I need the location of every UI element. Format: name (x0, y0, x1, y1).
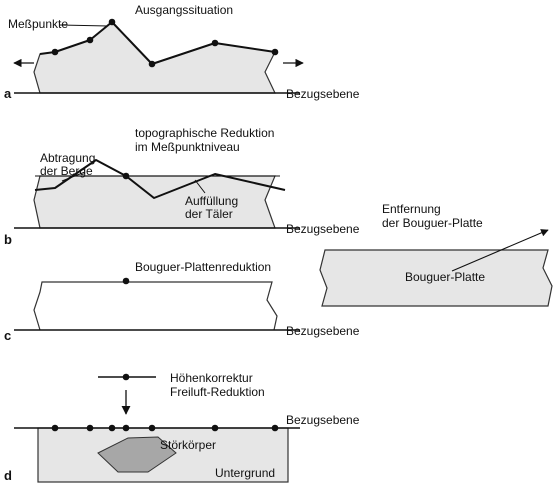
bouguer-plate-label: Bouguer-Platte (405, 270, 485, 284)
removal-leader-line (61, 171, 86, 182)
measurement-points-label: Meßpunkte (8, 17, 68, 31)
measurement-point (51, 424, 59, 432)
measurement-point (122, 277, 130, 285)
panel-c-title: Bouguer-Plattenreduktion (135, 260, 271, 274)
panel-letter-a: a (4, 86, 12, 101)
removal-label-line2: der Berge (40, 164, 93, 178)
subsurface-label: Untergrund (215, 466, 275, 480)
panel-b-title-line1: topographische Reduktion (135, 126, 274, 140)
plate-removal-label-line1: Entfernung (382, 202, 441, 216)
terrain-block-a (33, 21, 276, 94)
measurement-point (271, 48, 279, 56)
datum-label-a: Bezugsebene (286, 87, 360, 101)
measurement-points-a (51, 18, 279, 68)
measurement-point (211, 424, 219, 432)
datum-label-b: Bezugsebene (286, 222, 360, 236)
fill-label-line1: Auffüllung (185, 194, 238, 208)
anomalous-body-label: Störkörper (160, 438, 216, 452)
measurement-point (122, 172, 130, 180)
panel-c: Bouguer-Plattenreduktion Bezugsebene c E… (4, 202, 553, 343)
panel-letter-b: b (4, 232, 12, 247)
fill-leader-line (194, 179, 206, 194)
panel-letter-d: d (4, 468, 12, 483)
measurement-point (148, 424, 156, 432)
panel-b: topographische Reduktion im Meßpunktnive… (4, 126, 360, 247)
datum-label-c: Bezugsebene (286, 324, 360, 338)
measurement-point (86, 36, 94, 44)
measurement-points-d (51, 424, 279, 432)
measurement-point (148, 60, 156, 68)
plate-removal-arrow (451, 229, 549, 272)
panel-a: Ausgangssituation Meßpunkte Bezugsebene … (4, 3, 360, 101)
panel-a-title: Ausgangssituation (135, 3, 233, 17)
measurement-point (211, 39, 219, 47)
plate-removal-label-line2: der Bouguer-Platte (382, 216, 483, 230)
terrain-block-b (33, 175, 276, 229)
panel-d: Höhenkorrektur Freiluft-Reduktion Bezugs… (4, 371, 360, 483)
anomalous-body (97, 436, 177, 473)
measurement-point (86, 424, 94, 432)
measurement-point (122, 424, 130, 432)
datum-label-d: Bezugsebene (286, 413, 360, 427)
measurement-point (108, 18, 116, 26)
measurement-point (51, 48, 59, 56)
removal-label-line1: Abtragung (40, 151, 95, 165)
panel-b-title-line2: im Meßpunktniveau (135, 140, 240, 154)
panel-letter-c: c (4, 328, 11, 343)
measurement-point (108, 424, 116, 432)
measurement-point (271, 424, 279, 432)
panel-d-title-line2: Freiluft-Reduktion (170, 385, 265, 399)
slab-outline-c (33, 281, 278, 331)
bouguer-plate (319, 249, 553, 307)
fill-label-line2: der Täler (185, 207, 233, 221)
points-leader-line (59, 24, 109, 27)
measurement-point (122, 373, 130, 381)
panel-d-title-line1: Höhenkorrektur (170, 371, 253, 385)
